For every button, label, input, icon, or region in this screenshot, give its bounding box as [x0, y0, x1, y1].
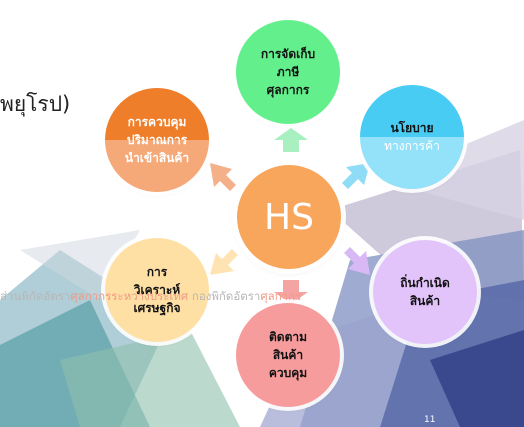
- footer-part4: ศุลกากร: [260, 289, 302, 303]
- arrow-downleft-icon: [210, 249, 238, 275]
- node-import-quantity-control-line1: การควบคุม: [127, 115, 187, 129]
- node-trade-policy-line2: ทางการค้า: [384, 139, 440, 153]
- node-trade-policy: นโยบาย ทางการค้า: [360, 85, 464, 189]
- node-import-quantity-control: การควบคุม ปริมาณการ นำเข้าสินค้า: [105, 88, 209, 192]
- top-text-fragment: [210, 0, 320, 8]
- page-number: 11: [424, 415, 436, 425]
- arrow-down-icon: [274, 280, 308, 304]
- footer-part2: ศุลกากรระหว่างประเทศ: [70, 289, 189, 303]
- node-origin-of-goods-line1: ถิ่นกำเนิด: [400, 276, 450, 290]
- node-economic-analysis-line2: วิเคราะห์: [133, 283, 181, 297]
- arrow-upleft-icon: [210, 163, 236, 191]
- node-economic-analysis: การ วิเคราะห์ เศรษฐกิจ: [105, 238, 209, 342]
- node-origin-of-goods: ถิ่นกำเนิด สินค้า: [373, 240, 477, 344]
- footer-caption: ส่วนพิกัดอัตราศุลกากรระหว่างประเทศ กองพิ…: [0, 288, 524, 306]
- node-economic-analysis-line1: การ: [146, 265, 168, 279]
- node-origin-of-goods-line2: สินค้า: [409, 294, 441, 308]
- node-trade-policy-line1: นโยบาย: [390, 121, 434, 135]
- node-import-quantity-control-line2: ปริมาณการ: [126, 133, 188, 147]
- footer-part1: ส่วนพิกัดอัตรา: [0, 289, 71, 303]
- footer-part3: กองพิกัดอัตรา: [188, 289, 261, 303]
- node-controlled-goods: ติดตาม สินค้า ควบคุม: [236, 303, 340, 407]
- node-economic-analysis-line3: เศรษฐกิจ: [133, 301, 181, 315]
- page-text-fragment: พยุโรป): [0, 92, 71, 116]
- node-customs-collection-line1: การจัดเก็บ: [260, 47, 316, 61]
- arrow-upright-icon: [342, 163, 370, 189]
- node-controlled-goods-line2: สินค้า: [272, 348, 304, 362]
- node-import-quantity-control-line3: นำเข้าสินค้า: [124, 151, 190, 165]
- node-customs-collection: การจัดเก็บ ภาษี ศุลกากร: [236, 20, 340, 124]
- arrow-up-icon: [274, 128, 308, 152]
- node-controlled-goods-line1: ติดตาม: [268, 330, 308, 344]
- node-customs-collection-line2: ภาษี: [276, 65, 300, 79]
- arrow-downright-icon: [344, 247, 370, 275]
- node-customs-collection-line3: ศุลกากร: [266, 83, 310, 97]
- hub-circle: HS: [237, 165, 341, 269]
- node-controlled-goods-line3: ควบคุม: [268, 366, 308, 380]
